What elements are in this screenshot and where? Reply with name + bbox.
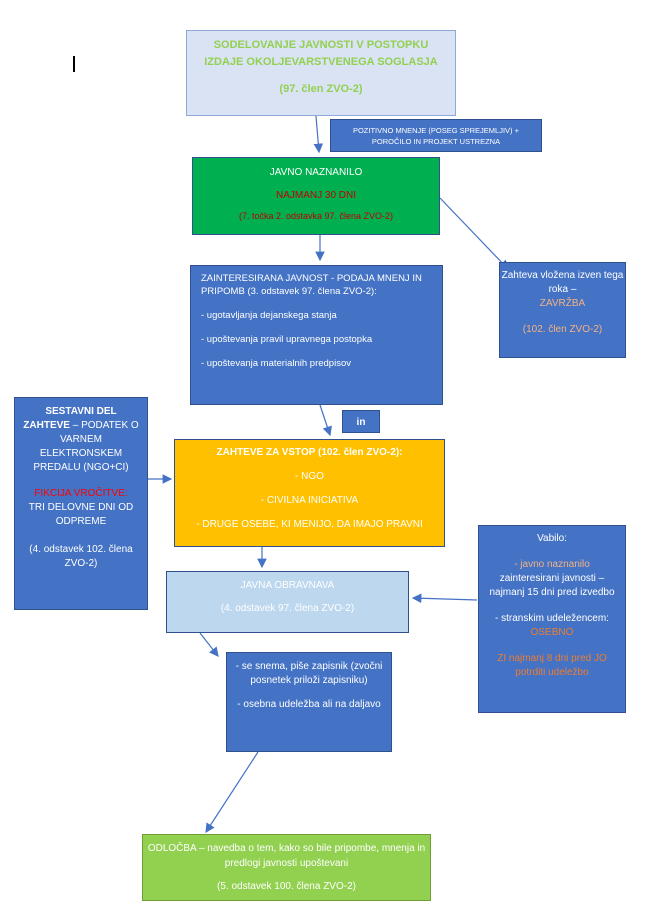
zahteve-za-vstop-box: ZAHTEVE ZA VSTOP (102. člen ZVO-2): - NG…	[174, 439, 445, 547]
zahteve-title: ZAHTEVE ZA VSTOP (102. člen ZVO-2):	[216, 447, 403, 458]
odlocba-box: ODLOČBA – navedba o tem, kako so bile pr…	[142, 834, 431, 901]
odlocba-text: ODLOČBA – navedba o tem, kako so bile pr…	[147, 843, 426, 869]
naznanilo-min-suffix: 30 DNI	[322, 190, 357, 201]
in-connector-label: in	[342, 410, 380, 433]
vabilo-osebno: OSEBNO	[530, 627, 574, 638]
naznanilo-ref: (7. točka 2. odstavka 97. člena ZVO-2)	[238, 211, 394, 221]
vabilo-naznanilo: - javno naznanilo	[514, 559, 590, 570]
arrow-vabilo-to-obravnava	[411, 593, 478, 604]
zainteresirana-item-3: - upoštevanja materialnih predpisov	[201, 358, 351, 369]
zahteve-item-druge: - DRUGE OSEBE, KI MENIJO, DA IMAJO PRAVN…	[196, 519, 423, 530]
zainteresirana-javnost-box: ZAINTERESIRANA JAVNOST - PODAJA MNENJ IN…	[190, 265, 443, 405]
title-line-2: IZDAJE OKOLJEVARSTVENEGA SOGLASJA	[204, 56, 438, 68]
zainteresirana-item-1: - ugotavljanja dejanskega stanja	[201, 310, 337, 321]
sestavni-del-box: SESTAVNI DEL ZAHTEVE – PODATEK O VARNEM …	[14, 397, 148, 610]
zahteve-item-ngo: - NGO	[295, 471, 324, 482]
title-ref: (97. člen ZVO-2)	[279, 83, 363, 95]
naznanilo-title: JAVNO NAZNANILO	[269, 167, 363, 178]
zainteresirana-heading: ZAINTERESIRANA JAVNOST - PODAJA MNENJ IN…	[201, 273, 422, 297]
javno-naznanilo-box: JAVNO NAZNANILO NAJMANJ 30 DNI (7. točka…	[192, 157, 440, 235]
vabilo-zainteresirani: zainteresirani javnosti – najmanj 15 dni…	[489, 573, 615, 598]
fikcija-vrocitve: FIKCIJA VROČITVE:	[34, 488, 128, 499]
vabilo-title: Vabilo:	[537, 533, 567, 544]
title-line-1: SODELOVANJE JAVNOSTI V POSTOPKU	[213, 39, 429, 51]
naznanilo-min-prefix: NAJMANJ	[275, 190, 323, 201]
zavrzba-line-1: Zahteva vložena izven tega roka –	[501, 270, 624, 295]
sestavni-bold: SESTAVNI DEL ZAHTEVE	[23, 406, 117, 431]
vabilo-stranskim: - stranskim udeležencem:	[495, 613, 609, 624]
arrow-snema-to-odlocba	[205, 751, 259, 834]
arrow-obravnava-to-snema	[199, 632, 219, 657]
title-box: SODELOVANJE JAVNOSTI V POSTOPKU IZDAJE O…	[186, 30, 456, 116]
zainteresirana-item-2: - upoštevanja pravil upravnega postopka	[201, 334, 373, 345]
vabilo-box: Vabilo: - javno naznanilo zainteresirani…	[478, 525, 626, 713]
zahteve-item-ci: - CIVILNA INICIATIVA	[260, 495, 359, 506]
zavrzba-ref: (102. člen ZVO-2)	[522, 324, 603, 335]
obravnava-ref: (4. odstavek 97. člena ZVO-2)	[220, 603, 355, 614]
sestavni-days: TRI DELOVNE DNI OD ODPREME	[28, 502, 134, 527]
arrow-title-to-naznanilo	[313, 115, 324, 154]
snemanje-box: - se snema, piše zapisnik (zvočni posnet…	[226, 652, 392, 752]
javna-obravnava-box: JAVNA OBRAVNAVA (4. odstavek 97. člena Z…	[166, 571, 409, 633]
note-line-2: POROČILO IN PROJEKT USTREZNA	[371, 137, 501, 146]
arrow-naznanilo-to-zavrzba	[439, 197, 509, 270]
snemanje-zapisnik: - se snema, piše zapisnik (zvočni posnet…	[235, 661, 383, 686]
arrow-zainteresirana-to-zahteve	[319, 404, 332, 437]
zahteva-vlozena-box: Zahteva vložena izven tega roka – ZAVRŽB…	[499, 262, 626, 358]
odlocba-ref: (5. odstavek 100. člena ZVO-2)	[217, 881, 356, 892]
obravnava-title: JAVNA OBRAVNAVA	[240, 580, 335, 591]
snemanje-udelezba: - osebna udeležba ali na daljavo	[237, 699, 381, 710]
sestavni-rest: – PODATEK O VARNEM ELEKTRONSKEM PREDALU …	[33, 420, 139, 473]
note-line-1: POZITIVNO MNENJE (POSEG SPREJEMLJIV) +	[352, 126, 520, 135]
sestavni-ref: (4. odstavek 102. člena ZVO-2)	[29, 544, 133, 569]
text-cursor	[73, 56, 75, 72]
positive-opinion-note: POZITIVNO MNENJE (POSEG SPREJEMLJIV) + P…	[330, 119, 542, 152]
vabilo-potrditi: ZI najmanj 8 dni pred JO potrditi udelež…	[497, 653, 607, 678]
zavrzba-label: ZAVRŽBA	[539, 298, 586, 309]
